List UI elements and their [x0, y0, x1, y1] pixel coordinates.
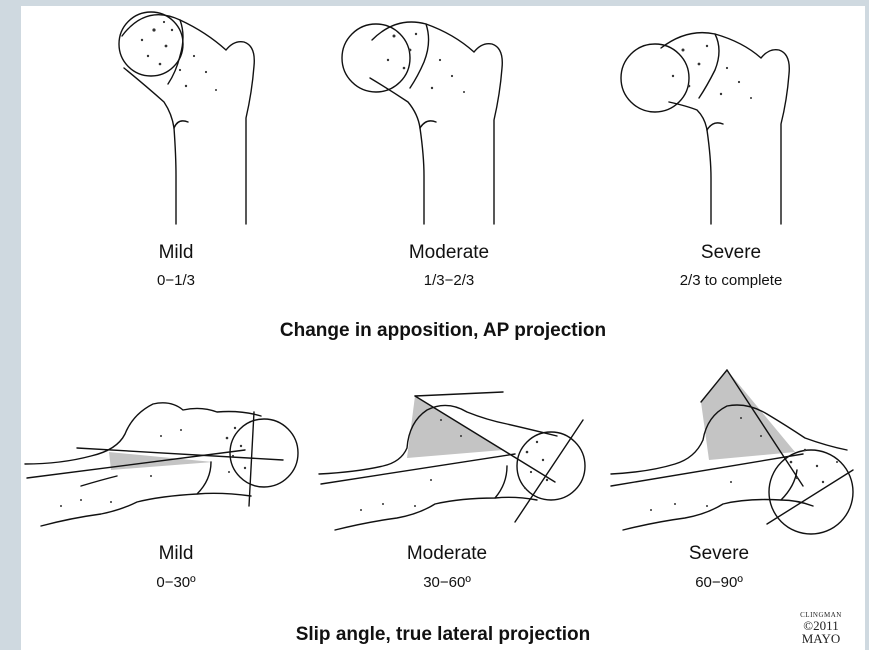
lateral-caption: Slip angle, true lateral projection	[21, 624, 865, 646]
ap-caption: Change in apposition, AP projection	[21, 320, 865, 342]
copyright-credit: CLINGMAN ©2011 MAYO	[786, 612, 856, 645]
figure-panel: Mild 0−1/3 Moderate 1/3−2/3 Severe 2/3 t…	[21, 6, 865, 650]
lateral-mild-range: 0−30º	[56, 574, 296, 591]
ap-mild-grade: Mild	[56, 242, 296, 264]
credit-org: MAYO	[786, 632, 856, 645]
femur-ap-mild-illustration	[76, 6, 286, 226]
lateral-mild-grade: Mild	[56, 543, 296, 565]
ap-mild-range: 0−1/3	[56, 272, 296, 289]
ap-moderate-range: 1/3−2/3	[329, 272, 569, 289]
lateral-moderate-grade: Moderate	[327, 543, 567, 565]
ap-moderate-grade: Moderate	[329, 242, 569, 264]
ap-severe-grade: Severe	[611, 242, 851, 264]
lateral-moderate-range: 30−60º	[327, 574, 567, 591]
lateral-severe-grade: Severe	[599, 543, 839, 565]
lateral-severe-range: 60−90º	[599, 574, 839, 591]
femur-ap-severe-illustration	[603, 6, 813, 226]
femur-ap-moderate-illustration	[324, 6, 534, 226]
femur-lateral-severe-illustration	[591, 366, 865, 546]
ap-severe-range: 2/3 to complete	[611, 272, 851, 289]
femur-lateral-mild-illustration	[21, 376, 311, 536]
femur-lateral-moderate-illustration	[311, 376, 601, 536]
